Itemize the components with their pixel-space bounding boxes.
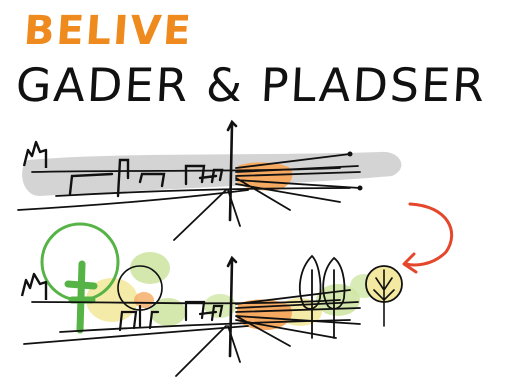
ray-dot — [358, 186, 363, 191]
ray-dot — [348, 152, 353, 157]
curved-arrow-icon — [404, 204, 452, 272]
building-outline — [22, 274, 46, 300]
street-before — [18, 122, 401, 240]
street-after — [22, 224, 402, 376]
tree-trunk-green — [68, 264, 94, 330]
orange-spot — [134, 292, 154, 308]
